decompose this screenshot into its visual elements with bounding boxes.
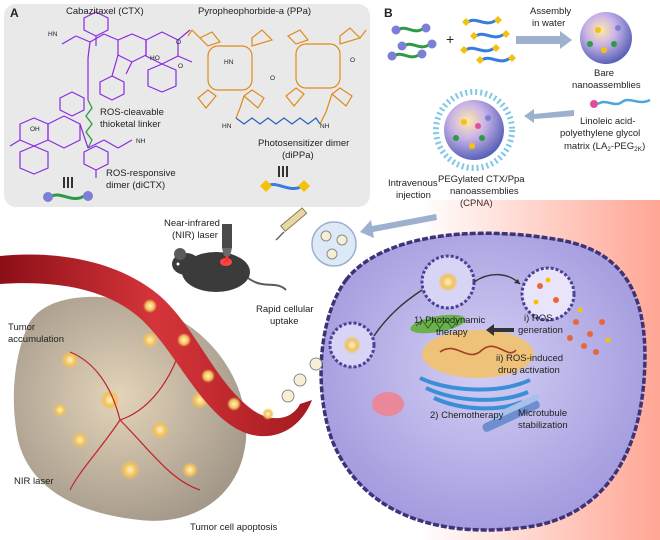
ppa-dimer-structure <box>285 27 367 125</box>
bare-nanoassembly <box>580 12 632 64</box>
cpna-label-line1: PEGylated CTX/Ppa <box>438 174 525 185</box>
microtubule-label-line2: stabilization <box>518 420 568 431</box>
microtubule <box>482 394 540 432</box>
ros-drug-activation-line2: drug activation <box>498 365 560 376</box>
ros-particles <box>567 307 611 355</box>
nir-laser-label-line1: Near-infrared <box>164 218 220 229</box>
nucleus <box>422 330 534 378</box>
blood-vessel <box>0 254 312 437</box>
nir-laser-bottom-label: NIR laser <box>14 476 54 487</box>
panel-a-letter: A <box>10 6 19 20</box>
linoleic-label-line1: Linoleic acid- <box>580 116 635 127</box>
endosome-top <box>420 254 476 310</box>
assembly-label-line2: in water <box>532 18 565 29</box>
cabazitaxel-lower-structure <box>9 91 133 178</box>
mouse <box>172 248 287 292</box>
dippa-label-line1: Photosensitizer dimer <box>258 138 349 149</box>
cabazitaxel-upper-structure <box>61 11 193 101</box>
dippa-icon <box>260 166 310 192</box>
iv-label-line2: injection <box>396 190 431 201</box>
vessel-nanoparticles <box>143 299 274 420</box>
atom-hn-2: HN <box>224 59 234 66</box>
panel-b-letter: B <box>384 6 393 20</box>
ppa-monomer-structure <box>187 29 274 119</box>
pdt-label-line1: 1) Photodynamic <box>414 315 486 326</box>
microtubule-label-line1: Microtubule <box>518 408 567 419</box>
plus-sign: + <box>446 31 454 47</box>
pdt-label-line2: therapy <box>436 327 468 338</box>
atom-o-4: O <box>350 57 355 64</box>
bare-label-line1: Bare <box>594 68 614 79</box>
ros-drug-activation-line1: ii) ROS-induced <box>496 353 563 364</box>
chemotherapy-label: 2) Chemotherapy <box>430 410 504 421</box>
cpna-label-line2: nanoassemblies <box>450 186 519 197</box>
cpna-nanoassembly <box>433 89 515 171</box>
uptake-label-line1: Rapid cellular <box>256 304 314 315</box>
dippa-label-line2: (diPPa) <box>282 150 314 161</box>
nir-laser-label-line2: (NIR) laser <box>172 230 218 241</box>
cabazitaxel-label: Cabazitaxel (CTX) <box>66 6 144 17</box>
linker-label-line1: ROS-cleavable <box>100 107 164 118</box>
endosome-left <box>328 321 376 369</box>
tumor-mass <box>13 296 247 521</box>
nir-laser-device <box>222 224 232 262</box>
iv-label-line1: Intravenous <box>388 178 438 189</box>
tumor-accumulation-line1: Tumor <box>8 322 35 333</box>
atom-ho-1: HO <box>150 55 160 62</box>
lower-scene: 1) Photodynamic therapy i) ROS generatio… <box>0 200 660 540</box>
ros-generation-line1: i) ROS <box>524 313 553 324</box>
atom-o-2: O <box>178 63 183 70</box>
extravasating-nanoparticles <box>281 357 323 403</box>
linoleic-label-line3: matrix (LA2-PEG2K) <box>564 141 645 153</box>
linker-label-line2: thioketal linker <box>100 119 161 130</box>
panel-a-background <box>4 4 370 207</box>
atom-o-3: O <box>270 75 275 82</box>
panel-b: B + <box>360 6 651 238</box>
dictx-icon <box>43 177 93 202</box>
syringe <box>275 207 308 241</box>
endosome-right <box>520 266 576 322</box>
dippa-molecules <box>460 16 516 64</box>
atom-hn-3: HN <box>222 123 232 130</box>
nanoparticle-zoom-circle <box>311 221 357 267</box>
uptake-label-line2: uptake <box>270 316 299 327</box>
pegylation-arrow <box>524 109 574 123</box>
thioketal-linker <box>85 99 93 149</box>
apoptosis-label: Tumor cell apoptosis <box>190 522 278 533</box>
linoleic-label-line2: polyethylene glycol <box>560 128 640 139</box>
assembly-arrow <box>516 31 572 49</box>
ppa-label: Pyropheophorbide-a (PPa) <box>198 6 311 17</box>
mitochondrion <box>410 314 466 334</box>
dippa-linker <box>235 117 321 125</box>
tumor-accumulation-line2: accumulation <box>8 334 64 345</box>
golgi-apparatus <box>372 392 404 416</box>
injection-arrow <box>360 214 437 238</box>
atom-nh-2: NH <box>320 123 330 130</box>
dictx-label-line1: ROS-responsive <box>106 168 176 179</box>
panel-a: A Cabazitaxel (CTX) HN O HO O <box>4 4 370 207</box>
ros-generation-line2: generation <box>518 325 563 336</box>
la-peg-molecule <box>590 98 651 108</box>
arrow-endosome-2 <box>373 289 423 337</box>
bare-label-line2: nanoassemblies <box>572 80 641 91</box>
atom-hn-1: HN <box>48 31 58 38</box>
atom-nh-1: NH <box>136 138 146 145</box>
dictx-molecules <box>387 23 437 61</box>
atom-o-1: O <box>176 39 181 46</box>
assembly-label-line1: Assembly <box>530 6 571 17</box>
dictx-label-line2: dimer (diCTX) <box>106 180 165 191</box>
arrow-ros <box>486 324 514 336</box>
atom-oh-1: OH <box>30 126 40 133</box>
